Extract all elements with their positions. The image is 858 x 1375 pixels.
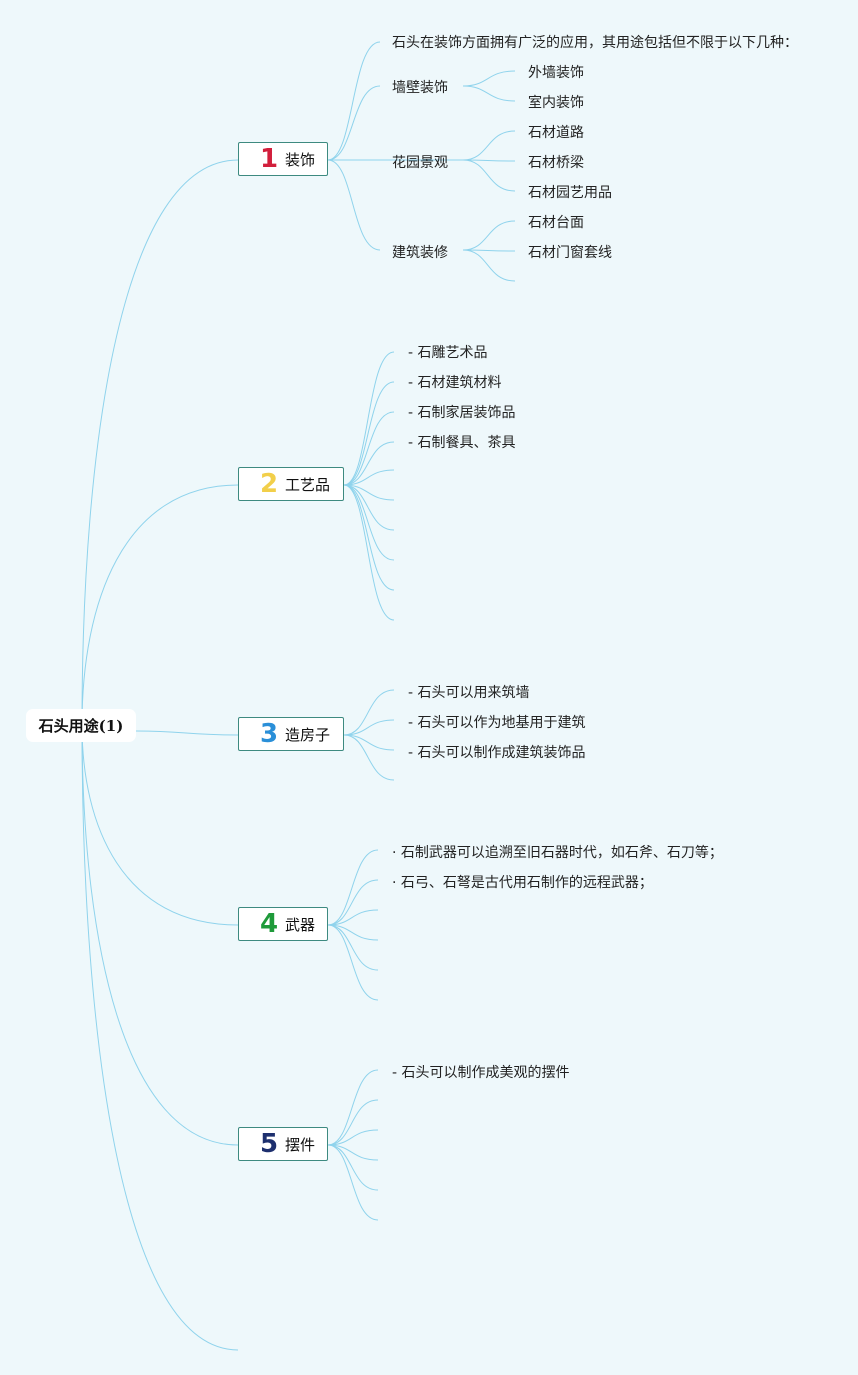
category-label: 工艺品 bbox=[285, 475, 331, 494]
connector bbox=[343, 484, 395, 591]
connector bbox=[327, 1129, 379, 1146]
connector bbox=[327, 1099, 379, 1146]
connector bbox=[343, 411, 395, 486]
connector bbox=[327, 924, 379, 941]
category-house-building[interactable]: 3 造房子 bbox=[238, 717, 344, 751]
connector bbox=[327, 85, 381, 161]
category-decoration[interactable]: 1 装饰 bbox=[238, 142, 328, 176]
root-label: 石头用途(1) bbox=[38, 717, 124, 735]
list-item[interactable]: - 石雕艺术品 bbox=[408, 345, 488, 361]
connector bbox=[343, 719, 395, 736]
connector bbox=[462, 130, 516, 161]
connector bbox=[462, 85, 516, 102]
category-label: 装饰 bbox=[285, 150, 316, 169]
group-building-renovation[interactable]: 建筑装修 bbox=[392, 245, 448, 261]
number-4-icon: 4 bbox=[259, 909, 279, 939]
connector bbox=[462, 159, 516, 192]
connector bbox=[462, 249, 516, 282]
list-item[interactable]: 石材道路 bbox=[528, 125, 584, 141]
connector bbox=[343, 484, 395, 531]
connector bbox=[343, 484, 395, 621]
root-connector bbox=[81, 724, 239, 926]
connector bbox=[327, 1144, 379, 1161]
connector bbox=[343, 734, 395, 781]
group-wall-decoration[interactable]: 墙壁装饰 bbox=[392, 80, 448, 96]
connector bbox=[327, 924, 379, 1001]
connector bbox=[343, 734, 395, 751]
list-item[interactable]: - 石头可以用来筑墙 bbox=[408, 685, 530, 701]
connector bbox=[462, 159, 516, 162]
root-connector bbox=[81, 724, 239, 1146]
connector bbox=[327, 1144, 379, 1191]
root-connector bbox=[135, 730, 239, 736]
list-item[interactable]: 石材台面 bbox=[528, 215, 584, 231]
list-item[interactable]: · 石制武器可以追溯至旧石器时代，如石斧、石刀等； bbox=[392, 845, 723, 861]
connector bbox=[462, 70, 516, 87]
connector bbox=[327, 924, 379, 971]
connector bbox=[327, 1069, 379, 1146]
list-item[interactable]: - 石头可以作为地基用于建筑 bbox=[408, 715, 586, 731]
list-item[interactable]: - 石制餐具、茶具 bbox=[408, 435, 516, 451]
number-1-icon: 1 bbox=[259, 144, 279, 174]
decoration-intro[interactable]: 石头在装饰方面拥有广泛的应用，其用途包括但不限于以下几种： bbox=[392, 35, 798, 51]
list-item[interactable]: · 石弓、石弩是古代用石制作的远程武器； bbox=[392, 875, 653, 891]
list-item[interactable]: - 石材建筑材料 bbox=[408, 375, 502, 391]
connector bbox=[327, 41, 381, 161]
list-item[interactable]: 石材园艺用品 bbox=[528, 185, 612, 201]
root-connector bbox=[81, 724, 239, 1351]
connector bbox=[462, 249, 516, 252]
number-5-icon: 5 bbox=[259, 1129, 279, 1159]
connector bbox=[343, 469, 395, 486]
connector bbox=[327, 1144, 379, 1221]
category-ornaments[interactable]: 5 摆件 bbox=[238, 1127, 328, 1161]
number-3-icon: 3 bbox=[259, 719, 279, 749]
list-item[interactable]: - 石头可以制作成建筑装饰品 bbox=[408, 745, 586, 761]
category-label: 造房子 bbox=[285, 725, 331, 744]
connector bbox=[343, 351, 395, 486]
number-2-icon: 2 bbox=[259, 469, 279, 499]
root-connector bbox=[81, 484, 239, 726]
connector bbox=[343, 441, 395, 486]
group-garden-landscape[interactable]: 花园景观 bbox=[392, 155, 448, 171]
list-item[interactable]: 石材桥梁 bbox=[528, 155, 584, 171]
category-label: 武器 bbox=[285, 915, 316, 934]
connector bbox=[462, 220, 516, 251]
list-item[interactable]: 室内装饰 bbox=[528, 95, 584, 111]
connector bbox=[343, 381, 395, 486]
connector bbox=[343, 689, 395, 736]
category-label: 摆件 bbox=[285, 1135, 316, 1154]
list-item[interactable]: - 石头可以制作成美观的摆件 bbox=[392, 1065, 570, 1081]
root-node[interactable]: 石头用途(1) bbox=[26, 709, 136, 742]
list-item[interactable]: - 石制家居装饰品 bbox=[408, 405, 516, 421]
connector bbox=[343, 484, 395, 561]
connector bbox=[343, 484, 395, 501]
connector bbox=[327, 909, 379, 926]
list-item[interactable]: 石材门窗套线 bbox=[528, 245, 612, 261]
category-weapons[interactable]: 4 武器 bbox=[238, 907, 328, 941]
root-connector bbox=[81, 159, 239, 726]
list-item[interactable]: 外墙装饰 bbox=[528, 65, 584, 81]
connector bbox=[327, 879, 379, 926]
connector bbox=[327, 159, 381, 251]
category-crafts[interactable]: 2 工艺品 bbox=[238, 467, 344, 501]
connector bbox=[327, 849, 379, 926]
